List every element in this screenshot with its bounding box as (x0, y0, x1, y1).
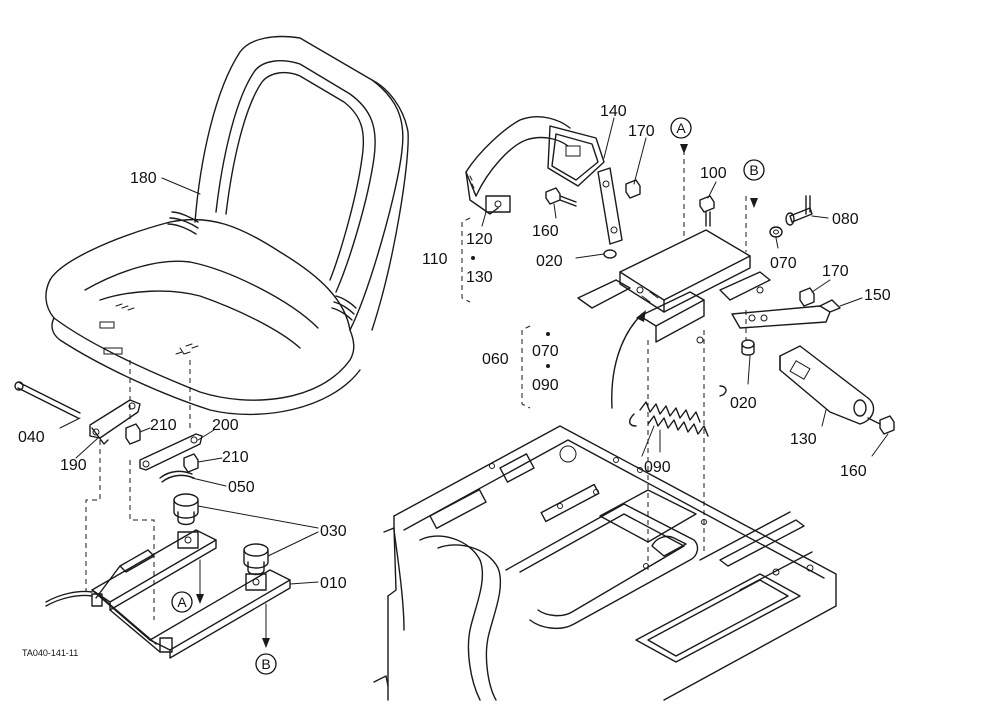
label-020-b: 020 (730, 395, 757, 412)
label-070-b: 070 (532, 343, 559, 360)
leader-lines (59, 117, 889, 487)
label-210-b: 210 (222, 449, 249, 466)
label-160-a: 160 (532, 223, 559, 240)
label-170-b: 170 (822, 263, 849, 280)
label-130-b: 130 (790, 431, 817, 448)
label-150: 150 (864, 287, 891, 304)
label-180: 180 (130, 170, 157, 187)
label-160-b: 160 (840, 463, 867, 480)
label-170-a: 170 (628, 123, 655, 140)
label-070-a: 070 (770, 255, 797, 272)
label-090-a: 090 (532, 377, 559, 394)
marker-a-top: A (676, 120, 686, 136)
label-110: 110 (422, 251, 448, 268)
floor-fender-drawing (373, 425, 837, 701)
label-010: 010 (320, 575, 347, 592)
label-040: 040 (18, 429, 45, 446)
label-200: 200 (212, 417, 239, 434)
marker-b-bottom: B (261, 656, 270, 672)
slide-rail-drawing (14, 381, 319, 659)
label-050: 050 (228, 479, 255, 496)
label-090-b: 090 (644, 459, 671, 476)
label-190: 190 (60, 457, 87, 474)
label-140: 140 (600, 103, 627, 120)
drawing-code: TA040-141-11 (22, 648, 78, 658)
seat-drawing (45, 35, 409, 430)
reference-markers: A B A B (171, 117, 765, 675)
label-130-a: 130 (466, 269, 493, 286)
belt-bracket-drawing (461, 116, 895, 570)
label-120: 120 (466, 231, 493, 248)
label-020-a: 020 (536, 253, 563, 270)
label-080: 080 (832, 211, 859, 228)
label-100: 100 (700, 165, 727, 182)
part-labels: 180 040 190 210 200 210 050 030 010 110 … (18, 103, 891, 592)
marker-a-bottom: A (177, 594, 187, 610)
label-030: 030 (320, 523, 347, 540)
label-210-a: 210 (150, 417, 177, 434)
marker-b-top: B (749, 162, 758, 178)
label-060: 060 (482, 351, 509, 368)
